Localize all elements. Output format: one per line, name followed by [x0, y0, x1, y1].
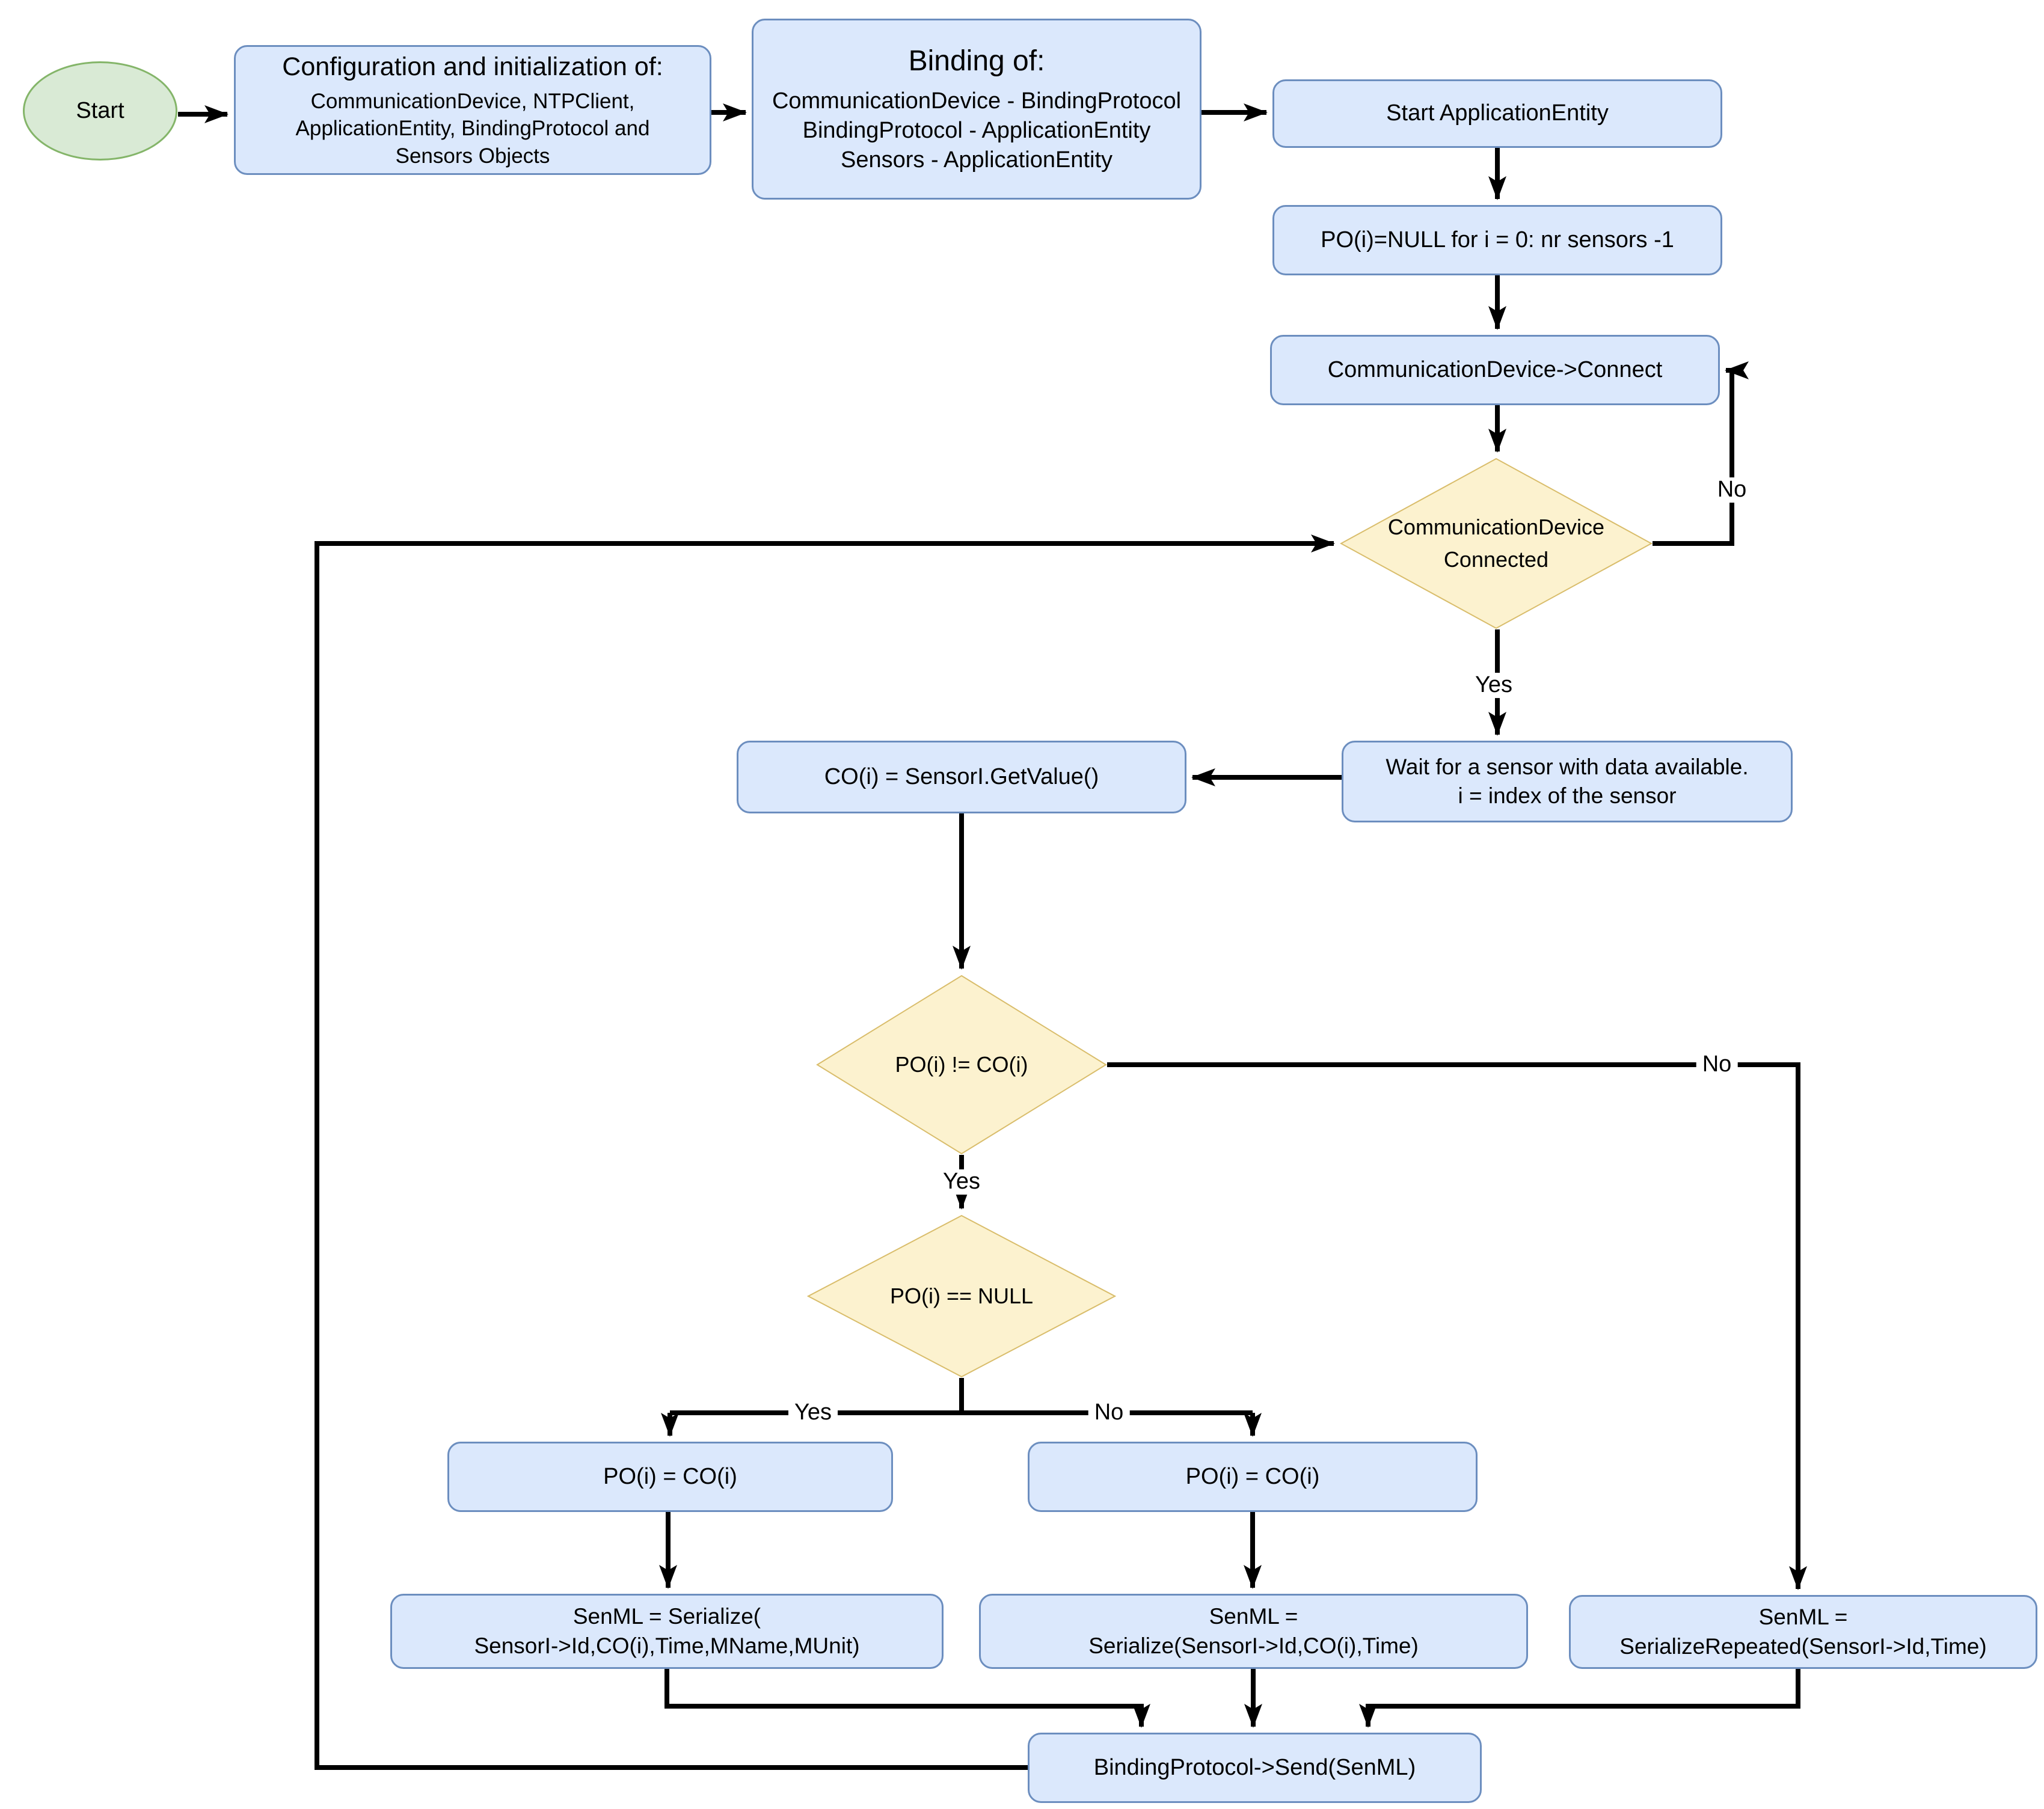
decision-communication-device-connected: CommunicationDevice Connected [1340, 458, 1653, 629]
node-start-label: Start [76, 97, 124, 123]
node-po-null-init: PO(i)=NULL for i = 0: nr sensors -1 [1272, 205, 1722, 275]
node-config-title: Configuration and initialization of: [282, 52, 663, 81]
node-communication-device-connect: CommunicationDevice->Connect [1270, 335, 1720, 405]
edge-label-po-neq-yes: Yes [937, 1169, 986, 1195]
node-wait-sensor-line: i = index of the sensor [1458, 783, 1677, 808]
node-config-init: Configuration and initialization of: Com… [234, 45, 711, 175]
diamond-shape [1340, 458, 1653, 629]
node-wait-sensor-line: Wait for a sensor with data available. [1386, 754, 1749, 779]
node-start-application-entity-label: Start ApplicationEntity [1386, 100, 1609, 126]
decision-po-neq-co: PO(i) != CO(i) [816, 975, 1107, 1155]
node-send: BindingProtocol->Send(SenML) [1028, 1733, 1482, 1803]
node-serialize-repeated-line: SerializeRepeated(SensorI->Id,Time) [1619, 1633, 1987, 1659]
node-binding-title: Binding of: [908, 45, 1045, 78]
node-binding-line: CommunicationDevice - BindingProtocol [772, 88, 1182, 114]
node-config-line: Sensors Objects [395, 144, 550, 168]
edge-poneq-no [1107, 1062, 1807, 1590]
edge-label-po-neq-no: No [1696, 1051, 1738, 1077]
node-binding: Binding of: CommunicationDevice - Bindin… [752, 19, 1202, 200]
node-start-application-entity: Start ApplicationEntity [1272, 79, 1722, 148]
edge-serializerepeated-to-send [1359, 1669, 1800, 1728]
node-wait-sensor: Wait for a sensor with data available. i… [1342, 741, 1793, 822]
decision-po-is-null: PO(i) == NULL [807, 1214, 1116, 1378]
edge-label-connected-no: No [1711, 477, 1753, 503]
node-serialize-repeated: SenML = SerializeRepeated(SensorI->Id,Ti… [1569, 1595, 2037, 1669]
node-serialize-repeated-line: SenML = [1758, 1605, 1848, 1630]
node-po-assign-right: PO(i) = CO(i) [1028, 1442, 1478, 1512]
node-serialize-full-line: SensorI->Id,CO(i),Time,MName,MUnit) [474, 1633, 860, 1658]
node-serialize-short: SenML = Serialize(SensorI->Id,CO(i),Time… [979, 1594, 1528, 1669]
diamond-shape [807, 1214, 1116, 1378]
node-binding-line: Sensors - ApplicationEntity [840, 147, 1113, 173]
edge-label-connected-yes: Yes [1469, 672, 1518, 698]
node-get-value-label: CO(i) = SensorI.GetValue() [824, 764, 1099, 789]
edge-connected-no-loop [1653, 361, 1749, 546]
node-serialize-full: SenML = Serialize( SensorI->Id,CO(i),Tim… [390, 1594, 944, 1669]
decision-po-is-null-label: PO(i) == NULL [889, 1284, 1034, 1308]
decision-communication-device-connected-label: CommunicationDevice Connected [1387, 515, 1605, 572]
node-serialize-full-line: SenML = Serialize( [572, 1604, 761, 1629]
decision-po-neq-co-label: PO(i) != CO(i) [895, 1052, 1028, 1077]
diamond-shape [816, 975, 1107, 1155]
node-po-assign-right-label: PO(i) = CO(i) [1185, 1463, 1320, 1489]
node-po-null-init-label: PO(i)=NULL for i = 0: nr sensors -1 [1321, 227, 1674, 253]
edge-label-po-null-no: No [1088, 1400, 1130, 1425]
node-po-assign-left-label: PO(i) = CO(i) [603, 1463, 737, 1489]
node-send-label: BindingProtocol->Send(SenML) [1093, 1754, 1416, 1780]
edge-send-loopback [315, 534, 1335, 1770]
edge-serializefull-to-send [664, 1669, 1150, 1728]
node-serialize-short-line: SenML = [1209, 1604, 1298, 1629]
node-get-value: CO(i) = SensorI.GetValue() [737, 741, 1186, 813]
node-po-assign-left: PO(i) = CO(i) [447, 1442, 893, 1512]
node-communication-device-connect-label: CommunicationDevice->Connect [1327, 357, 1663, 382]
node-serialize-short-line: Serialize(SensorI->Id,CO(i),Time) [1088, 1633, 1419, 1658]
node-config-line: CommunicationDevice, NTPClient, [310, 89, 635, 113]
edge-label-po-null-yes: Yes [788, 1400, 838, 1425]
node-start: Start [23, 61, 177, 161]
node-config-line: ApplicationEntity, BindingProtocol and [295, 117, 650, 141]
node-binding-line: BindingProtocol - ApplicationEntity [802, 118, 1151, 143]
